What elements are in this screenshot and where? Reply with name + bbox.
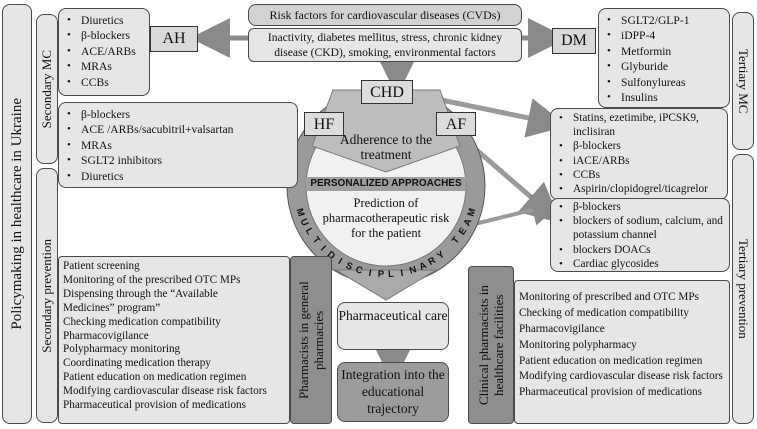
general-pharmacy-tasks-box: Patient screening Monitoring of the pres… [58,256,290,424]
risk-factors-title: Risk factors for cardiovascular diseases… [248,4,522,26]
general-pharmacy-task: Coordinating medication therapy [63,357,211,370]
clinical-pharmacist-task: Modifying cardiovascular disease risk fa… [519,370,723,382]
hf-drug: SGLT2 inhibitors [67,153,297,169]
clinical-pharmacist-task: Monitoring of prescribed and OTC MPs [519,291,699,303]
tertiary-mc-label: Tertiary MC [736,48,751,114]
risk-factors-body: Inactivity, diabetes mellitus, stress, c… [248,28,522,62]
clinical-pharmacist-task-list: Monitoring of prescribed and OTC MPs Che… [515,289,729,400]
dm-drug-list: SGLT2/GLP-1 iDPP-4 Metformin Glyburide S… [599,13,729,106]
dm-drug-box: SGLT2/GLP-1 iDPP-4 Metformin Glyburide S… [598,8,730,108]
chd-drug-box: Statins, ezetimibe, iPCSK9, inclisiran β… [550,108,728,200]
tertiary-mc-panel: Tertiary MC [732,12,754,150]
clinical-pharmacists-panel: Clinical pharmacists in healthcare facil… [468,266,514,424]
general-pharmacy-task-list: Patient screening Monitoring of the pres… [59,260,289,413]
ah-drug: MRAs [67,59,149,75]
general-pharmacy-task: Polypharmacy monitoring [63,343,181,356]
tertiary-prevention-panel: Tertiary prevention [732,154,754,424]
secondary-mc-panel: Secondary MC [36,14,58,164]
hf-drug: Diuretics [67,169,297,185]
af-label: AF [436,112,476,136]
af-drug: blockers of sodium, calcium, and potassi… [559,214,723,242]
personalized-band: PERSONALIZED APPROACHES [306,177,466,191]
general-pharmacy-task: Patient education on medication regimen [63,371,247,384]
chd-drug: Statins, ezetimibe, iPCSK9, inclisiran [559,111,713,139]
dm-drug: SGLT2/GLP-1 [607,13,729,29]
dm-drug: iDPP-4 [607,28,729,44]
secondary-mc-label: Secondary MC [39,49,54,129]
clinical-pharmacists-label: Clinical pharmacists in healthcare facil… [476,285,506,405]
hf-drug-list: β-blockers ACE /ARBs/sacubitril+valsarta… [59,107,297,184]
policymaking-panel: Policymaking in healthcare in Ukraine [2,4,32,424]
dm-drug: Sulfonylureas [607,75,729,91]
general-pharmacy-task: Monitoring of the prescribed OTC MPs [63,273,241,286]
general-pharmacy-task: Pharmacovigilance [63,329,149,342]
chd-drug-list: Statins, ezetimibe, iPCSK9, inclisiran β… [551,111,727,196]
clinical-pharmacist-tasks-box: Monitoring of prescribed and OTC MPs Che… [514,280,730,424]
af-drug-list: β-blockers blockers of sodium, calcium, … [551,200,729,271]
general-pharmacies-label: Pharmacists in general pharmacies [296,281,326,399]
af-drug: Cardiac glycosides [559,257,729,271]
general-pharmacy-task: Dispensing through the “Available Medici… [63,287,218,314]
chd-drug: CCBs [559,168,727,182]
ah-label: AH [150,26,198,52]
ah-drug: β-blockers [67,28,149,44]
chd-drug: β-blockers [559,139,727,153]
prediction-text: Prediction of pharmacotherapeutic risk f… [322,196,450,240]
ah-drug-list: Diuretics β-blockers ACE/ARBs MRAs CCBs [59,13,149,90]
clinical-pharmacist-task: Patient education on medication regimen [519,355,703,367]
general-pharmacy-task: Patient screening [63,260,140,272]
general-pharmacy-task: Pharmaceutical provision of medications [63,399,246,412]
secondary-prevention-panel: Secondary prevention [36,168,58,423]
general-pharmacy-task: Checking medication compatibility [63,315,221,328]
hf-drug: ACE /ARBs/sacubitril+valsartan [67,122,297,138]
hf-drug: β-blockers [67,107,297,123]
dm-drug: Glyburide [607,59,729,75]
dm-drug: Metformin [607,44,729,60]
pharmaceutical-care-box: Pharmaceutical care [337,302,449,350]
af-drug-box: β-blockers blockers of sodium, calcium, … [550,198,730,272]
hf-drug-box: β-blockers ACE /ARBs/sacubitril+valsarta… [58,102,298,188]
policymaking-label: Policymaking in healthcare in Ukraine [8,98,25,330]
integration-box: Integration into the educational traject… [337,362,449,422]
dm-label: DM [552,28,596,54]
ah-drug-box: Diuretics β-blockers ACE/ARBs MRAs CCBs [58,8,150,96]
clinical-pharmacist-task: Monitoring polypharmacy [519,339,637,351]
general-pharmacy-task: Modifying cardiovascular disease risk fa… [63,385,267,398]
ah-drug: Diuretics [67,13,149,29]
dm-drug: Insulins [607,90,729,106]
chd-drug: Aspirin/clopidogrel/ticagrelor [559,182,727,196]
ah-drug: CCBs [67,75,149,91]
secondary-prevention-label: Secondary prevention [39,238,54,353]
clinical-pharmacist-task: Checking of medication compatibility [519,307,689,319]
hf-drug: MRAs [67,138,297,154]
clinical-pharmacist-task: Pharmaceutical provision of medications [519,386,702,398]
af-drug: β-blockers [559,200,729,214]
clinical-pharmacist-task: Pharmacovigilance [519,323,605,335]
tertiary-prevention-label: Tertiary prevention [736,239,751,339]
general-pharmacies-panel: Pharmacists in general pharmacies [290,256,332,424]
chd-drug: iACE/ARBs [559,154,727,168]
hf-label: HF [304,112,344,136]
adherence-text: Adherence to the treatment [339,132,433,162]
chd-triangle [311,89,461,173]
ah-drug: ACE/ARBs [67,44,149,60]
care-triangle [334,269,438,301]
af-drug: blockers DOACs [559,243,729,257]
chd-label: CHD [361,80,413,104]
